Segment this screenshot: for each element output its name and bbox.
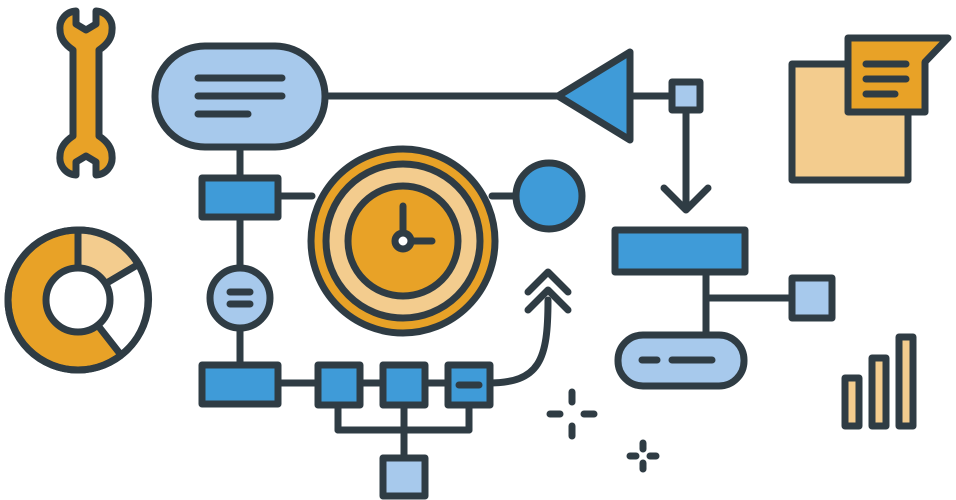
- process-box-1: [314, 361, 364, 409]
- wrench-icon: [56, 7, 116, 179]
- sparkle-icon: [546, 388, 598, 440]
- process-box-output: [379, 454, 429, 500]
- donut-chart-icon: [4, 226, 152, 374]
- process-box-2: [379, 361, 429, 409]
- connector-lines: [236, 92, 796, 462]
- process-box-3: [444, 361, 494, 409]
- message-bubble-icon: [788, 34, 952, 184]
- terminal-pill: [614, 331, 748, 390]
- process-box-top-left: [198, 174, 282, 221]
- process-bar-right: [611, 226, 749, 276]
- toggle-node: [206, 264, 274, 332]
- small-node-square-right: [788, 274, 836, 322]
- blue-node-circle: [512, 159, 586, 233]
- triangle-node-icon: [554, 48, 634, 144]
- small-node-square: [668, 78, 704, 114]
- clock-icon: [307, 145, 499, 337]
- bar-chart-icon: [841, 333, 917, 430]
- speech-bubble-icon: [151, 42, 329, 151]
- sparkle-icon-small: [626, 439, 660, 473]
- process-box-bottom-left: [198, 361, 282, 408]
